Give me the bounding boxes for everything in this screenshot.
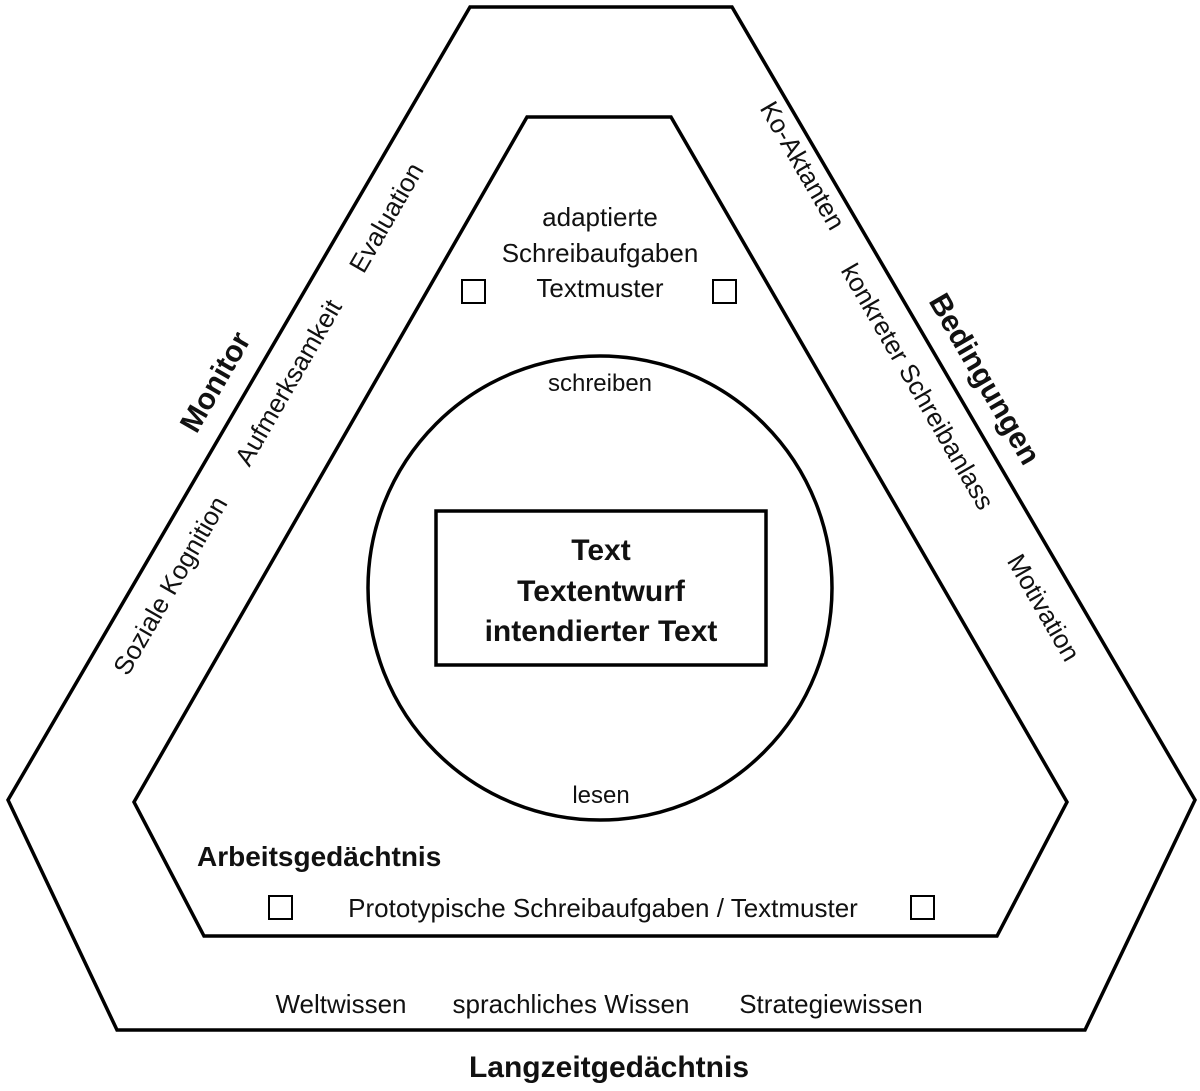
conditions-item-motivation: Motivation [1001,549,1086,667]
monitor-item-evaluation: Evaluation [343,157,430,277]
circle-label-read: lesen [572,782,629,809]
adapted-line-1: adaptierte [542,202,658,232]
longterm-item-world-knowledge: Weltwissen [275,989,406,1019]
square-marker-lower-right [910,895,935,920]
longterm-item-strategy-knowledge: Strategiewissen [739,989,923,1019]
conditions-item-co-actors: Ko-Aktanten [754,96,852,235]
longterm-memory-title: Langzeitgedächtnis [469,1051,749,1084]
center-text-line-1: Text [571,534,630,567]
adapted-line-3: Textmuster [536,273,663,303]
read-write-circle [366,354,834,822]
square-marker-upper-left [461,279,486,304]
working-memory-hexagon [132,115,1069,938]
monitor-title: Monitor [174,326,258,438]
prototypes-label: Prototypische Schreibaufgaben / Textmust… [348,893,858,923]
longterm-item-language-knowledge: sprachliches Wissen [453,989,690,1019]
adapted-line-2: Schreibaufgaben [502,238,699,268]
center-text-line-2: Textentwurf [517,575,686,608]
longterm-memory-hexagon [6,5,1197,1032]
center-text-line-3: intendierter Text [485,615,718,648]
working-memory-title: Arbeitsgedächtnis [197,841,441,872]
square-marker-lower-left [268,895,293,920]
square-marker-upper-right [712,279,737,304]
text-box [434,509,768,667]
circle-label-write: schreiben [548,370,652,397]
